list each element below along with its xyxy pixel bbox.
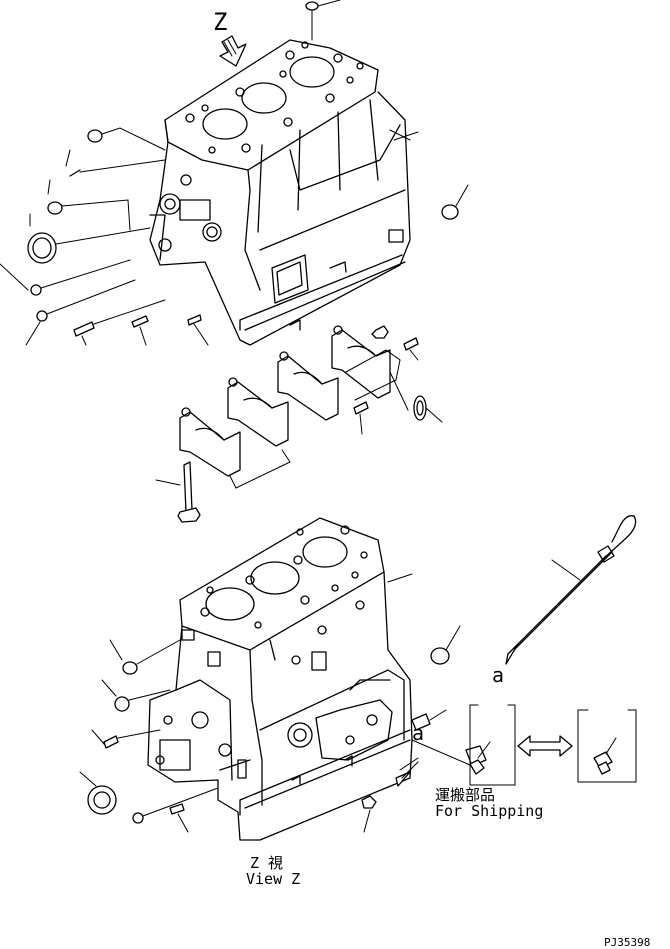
view-z-caption-jp: Z 視: [250, 854, 283, 872]
shipping-label-en: For Shipping: [435, 802, 543, 820]
top-loose-parts: [0, 0, 469, 346]
bottom-loose-parts: [79, 573, 471, 833]
interchange-arrow: [517, 735, 573, 757]
view-z-caption: Z 視 View Z: [246, 854, 300, 888]
view-z-letter: Z: [213, 8, 227, 36]
view-z-arrow: [219, 35, 247, 67]
cylinder-block-view-z: [147, 517, 413, 841]
shipping-part-box: 運搬部品 For Shipping: [435, 704, 637, 820]
view-z-caption-en: View Z: [246, 870, 300, 888]
ref-a-block: a: [412, 721, 424, 745]
ref-a-dipstick: a: [492, 663, 504, 687]
drawing-code: PJ35398: [604, 936, 650, 949]
shipping-label-jp: 運搬部品: [435, 786, 495, 804]
ref-a-block-group: a: [395, 721, 424, 787]
dipstick: a: [492, 515, 637, 687]
view-z-indicator: Z: [213, 8, 247, 67]
main-bearing-caps: [155, 325, 443, 523]
cylinder-block-top: [149, 39, 411, 346]
